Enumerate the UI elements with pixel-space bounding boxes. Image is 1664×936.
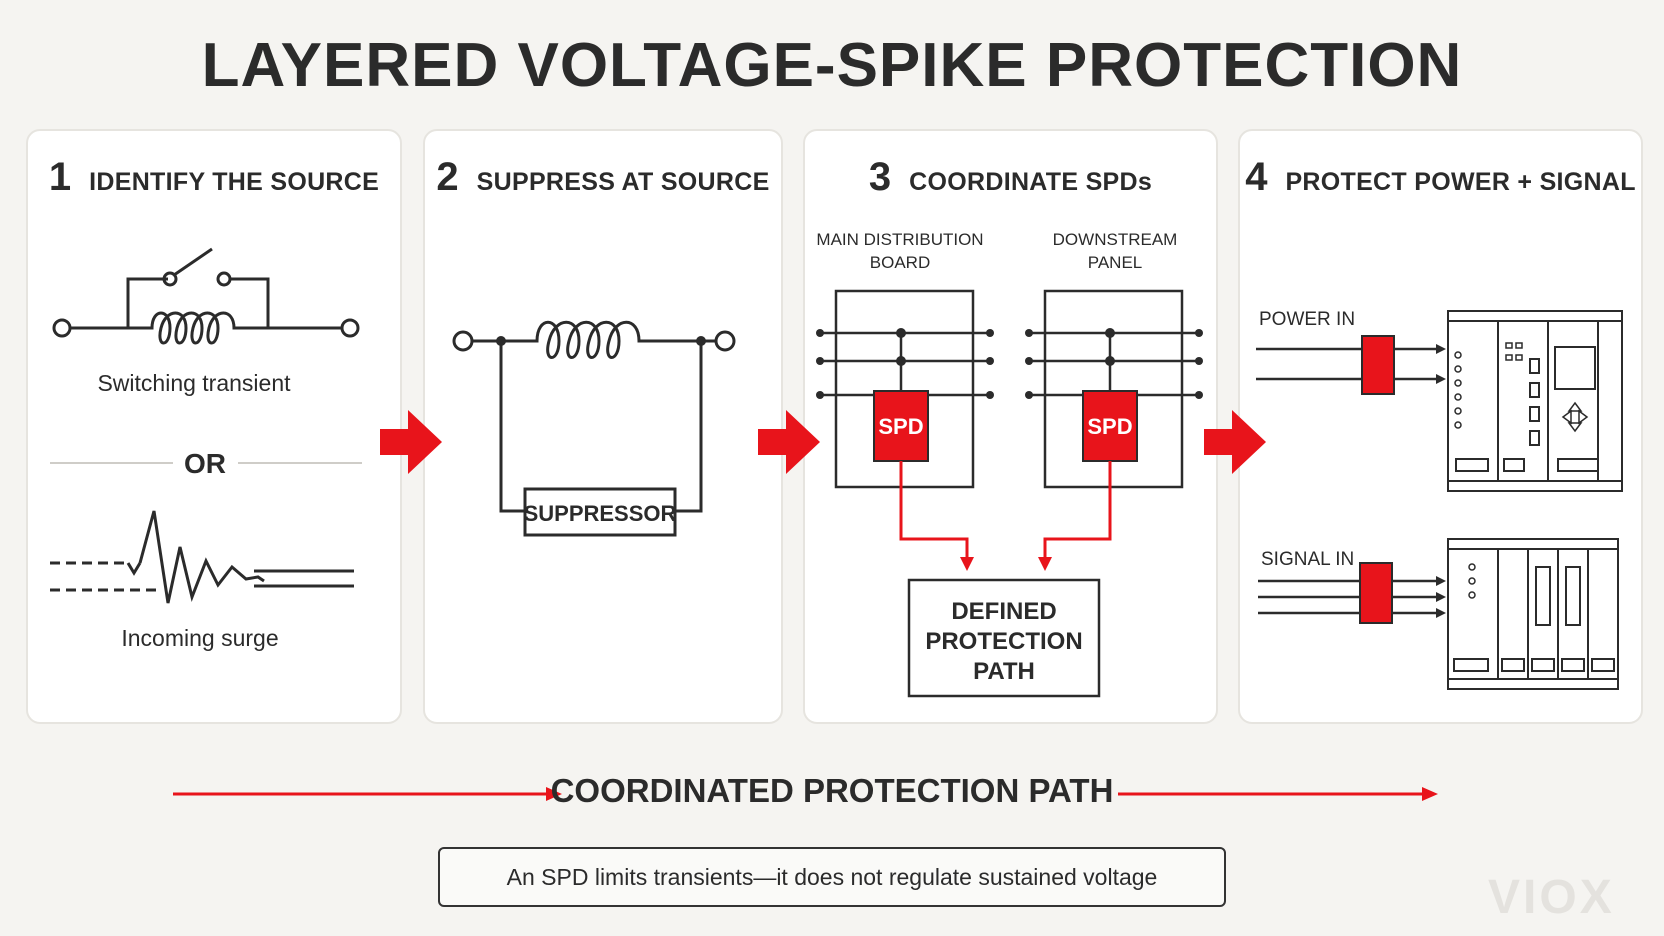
signal-din-devices (1447, 538, 1619, 690)
power-spd (1361, 335, 1395, 395)
main-board-label-2: BOARD (870, 253, 930, 272)
step-number: 1 (48, 155, 72, 199)
main-board-label: MAIN DISTRIBUTION (816, 230, 983, 249)
spd-main (873, 390, 929, 462)
incoming-surge-label: Incoming surge (121, 625, 278, 651)
surge-waveform (50, 510, 354, 604)
page-title: LAYERED VOLTAGE-SPIKE PROTECTION (201, 31, 1463, 100)
step-number: 3 (868, 155, 892, 199)
protection-path-line-2: PROTECTION (925, 628, 1082, 655)
suppressor-circuit-diagram: SUPPRESSOR (452, 320, 736, 537)
step-title: COORDINATE SPDs (909, 168, 1153, 196)
viox-logo: VIOX (1488, 871, 1615, 924)
step-3-panel: 3 COORDINATE SPDs MAIN DISTRIBUTION BOAR… (803, 129, 1218, 724)
protection-path-line-3: PATH (973, 658, 1035, 685)
spd-coordination-diagram: MAIN DISTRIBUTION BOARD DOWNSTREAM PANEL… (816, 230, 1203, 698)
downstream-panel-label: DOWNSTREAM (1053, 230, 1178, 249)
step-title: SUPPRESS AT SOURCE (476, 168, 770, 196)
signal-in-label: SIGNAL IN (1261, 549, 1354, 570)
step-number: 4 (1245, 155, 1268, 199)
power-in-label: POWER IN (1259, 309, 1355, 330)
switching-transient-diagram: Switching transient OR Incoming surge (50, 247, 362, 651)
arrow-right-icon (758, 410, 820, 474)
signal-spd (1359, 562, 1393, 624)
power-din-devices (1447, 310, 1623, 492)
step-4-panel: 4 PROTECT POWER + SIGNAL POWER IN SIGNAL… (1238, 129, 1643, 724)
spd-downstream (1082, 390, 1138, 462)
step-number: 2 (436, 155, 459, 199)
arrow-right-icon (546, 787, 562, 801)
or-divider-label: OR (184, 448, 226, 479)
protection-path-line-1: DEFINED (951, 598, 1056, 625)
power-signal-protection-diagram: POWER IN SIGNAL IN (1256, 309, 1623, 690)
arrow-right-icon (1204, 410, 1266, 474)
note-text: An SPD limits transients—it does not reg… (506, 863, 1158, 890)
protection-path-box (907, 578, 1101, 698)
downstream-panel-label-2: PANEL (1088, 253, 1143, 272)
step-title: IDENTIFY THE SOURCE (89, 168, 380, 196)
note-box: An SPD limits transients—it does not reg… (438, 847, 1226, 907)
step-title: PROTECT POWER + SIGNAL (1285, 168, 1636, 196)
suppressor-label: SUPPRESSOR (524, 501, 677, 526)
arrow-right-icon (1422, 787, 1438, 801)
spd-downstream-label: SPD (1087, 414, 1132, 439)
coordinated-path-caption: COORDINATED PROTECTION PATH (550, 772, 1114, 809)
step-2-panel: 2 SUPPRESS AT SOURCE SUPPRESSOR (423, 129, 783, 724)
step-1-panel: 1 IDENTIFY THE SOURCE Switching transien… (26, 129, 402, 724)
switching-transient-label: Switching transient (97, 370, 291, 396)
spd-main-label: SPD (878, 414, 923, 439)
arrow-right-icon (380, 410, 442, 474)
